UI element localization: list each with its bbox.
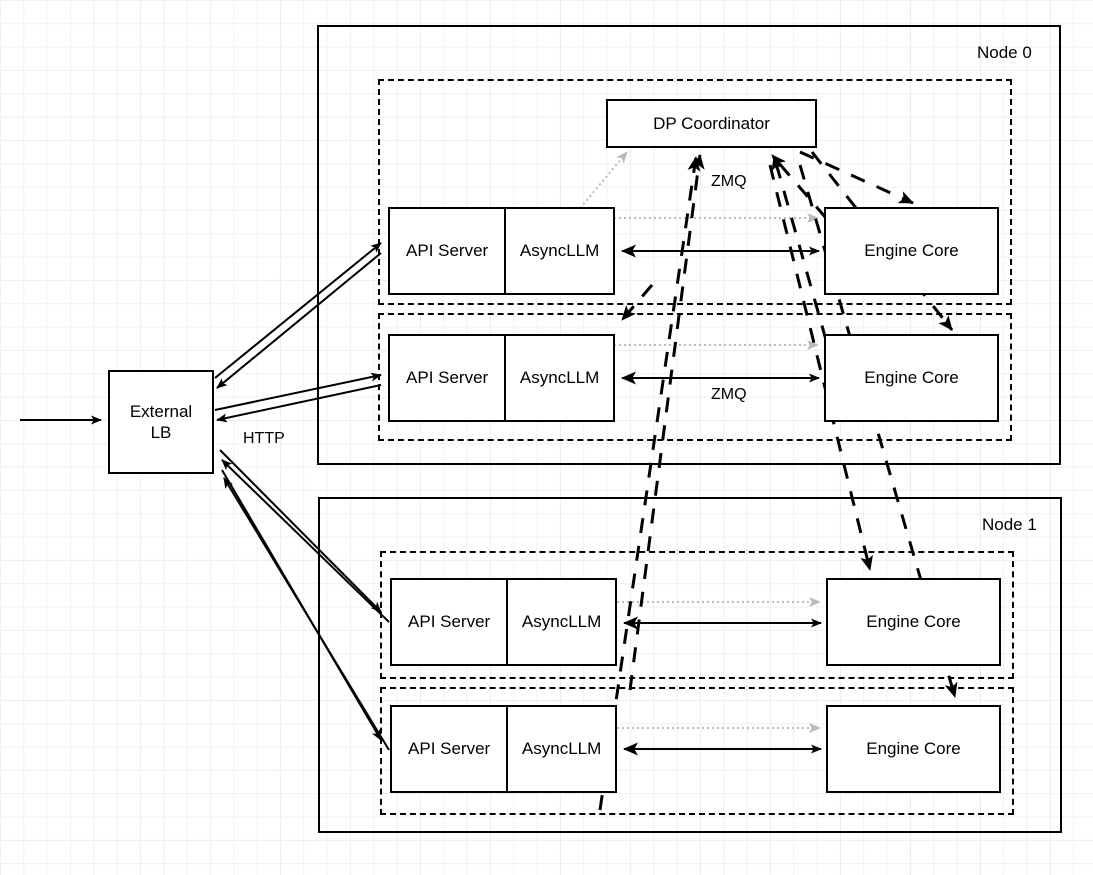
node-1-group-2-api-pair[interactable]: API Server AsyncLLM (390, 705, 617, 793)
engine-core-label: Engine Core (864, 368, 959, 388)
external-lb-label-line2: LB (150, 423, 172, 442)
node-0-group-1-api-pair[interactable]: API Server AsyncLLM (388, 207, 615, 295)
edge-label-zmq-node0-group1: ZMQ (711, 173, 747, 190)
edge-lb-to-node0-api2 (214, 372, 382, 411)
node-1-group-2-engine-core[interactable]: Engine Core (826, 705, 1001, 793)
node-0-group-2-engine-core[interactable]: Engine Core (824, 334, 999, 422)
external-lb-box[interactable]: External LB (108, 370, 214, 474)
dp-coordinator-label: DP Coordinator (653, 113, 770, 133)
api-server-cell: API Server (392, 580, 509, 664)
edge-coordinator-to-n1-ec1 (768, 164, 873, 571)
node-0-group-2-api-pair[interactable]: API Server AsyncLLM (388, 334, 615, 422)
edge-label-zmq-node0-group2: ZMQ (711, 386, 747, 403)
node-1-group-1-engine-core[interactable]: Engine Core (826, 578, 1001, 666)
api-server-cell: API Server (392, 707, 509, 791)
node-1-group-2 (380, 687, 1014, 815)
edge-n0-ec2-to-coordinator (771, 155, 828, 341)
node-1-container (318, 497, 1062, 833)
node-1-group-1-api-pair[interactable]: API Server AsyncLLM (390, 578, 617, 666)
node-1-group-1 (380, 551, 1014, 679)
node-0-group-2 (378, 313, 1012, 441)
edge-node0-api2-to-lb (216, 384, 382, 423)
node-0-label: Node 0 (977, 43, 1032, 62)
asyncllm-cell: AsyncLLM (521, 612, 602, 631)
asyncllm-cell: AsyncLLM (521, 739, 602, 758)
engine-core-label: Engine Core (866, 739, 961, 759)
api-server-cell: API Server (390, 336, 507, 420)
asyncllm-cell: AsyncLLM (519, 241, 600, 260)
edge-lb-to-node1-api1 (219, 449, 382, 613)
edge-node1-api2-to-lb (223, 477, 390, 751)
api-server-cell: API Server (390, 209, 507, 293)
external-lb-label-line1: External (129, 401, 193, 421)
engine-core-label: Engine Core (866, 612, 961, 632)
edge-n1-ec1-to-coordinator (628, 154, 705, 691)
edge-node0-api1-to-lb (216, 252, 382, 389)
edge-lb-to-node0-api1 (214, 242, 382, 379)
edge-node1-api1-to-lb (221, 459, 390, 623)
asyncllm-cell: AsyncLLM (519, 368, 600, 387)
node-1-label: Node 1 (982, 515, 1037, 534)
node-0-container (317, 25, 1061, 465)
dp-coordinator-box[interactable]: DP Coordinator (606, 99, 817, 148)
node-0-group-1 (378, 79, 1012, 305)
edge-coordinator-to-n0-ec1 (799, 150, 914, 205)
edge-label-http: HTTP (243, 430, 285, 447)
engine-core-label: Engine Core (864, 241, 959, 261)
node-0-group-1-engine-core[interactable]: Engine Core (824, 207, 999, 295)
